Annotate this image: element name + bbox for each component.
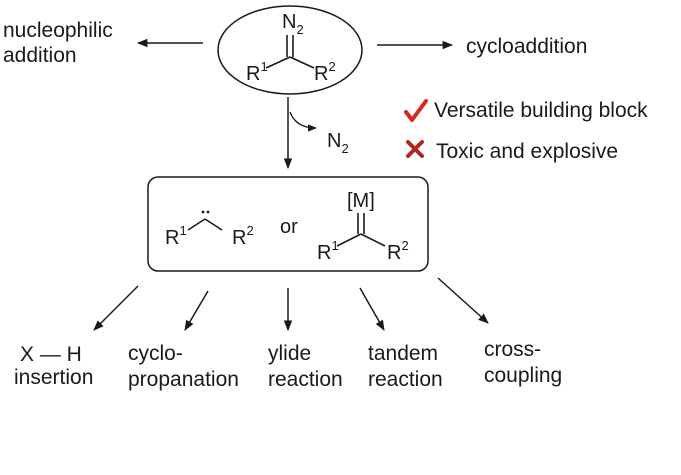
diazo-bond-right (289, 56, 315, 69)
feature-con-label: Toxic and explosive (436, 140, 618, 163)
product-ylide-line2: reaction (268, 368, 343, 391)
carbene-bond-left (187, 218, 206, 231)
metal-r1: R1 (317, 238, 339, 264)
n2-extrusion-arrow (289, 111, 317, 132)
cross-icon (406, 140, 424, 158)
product-xh-line2: insertion (14, 366, 93, 389)
product-cross-line2: coupling (484, 364, 562, 387)
diazo-r1: R1 (246, 59, 268, 85)
product-xh-line1: X — H (20, 343, 82, 366)
product-cyclo-line1: cyclo- (128, 342, 183, 365)
diazo-compound: N2 R1 R2 (217, 5, 363, 95)
carbene-electron-dot-b (206, 210, 210, 214)
product-ylide-line1: ylide (268, 342, 311, 365)
check-icon (404, 99, 428, 122)
diazo-bond-left (265, 56, 291, 69)
metal-bond-right (360, 233, 386, 247)
metal-label: [M] (347, 190, 375, 212)
diazo-ellipse (217, 5, 363, 95)
extruded-n2-label: N2 (327, 130, 349, 156)
or-label: or (280, 216, 298, 238)
nucleophilic-addition-line1: nucleophilic (3, 19, 113, 42)
carbene-r2: R2 (232, 223, 254, 249)
product-tandem-line1: tandem (368, 342, 438, 365)
nucleophilic-addition-line2: addition (3, 44, 77, 67)
metal-r2: R2 (387, 238, 409, 264)
product-cross-line1: cross- (484, 338, 541, 361)
carbene-bond-right (204, 218, 223, 231)
arrow-to-tandem (359, 287, 385, 331)
carbene-r1: R1 (165, 223, 187, 249)
diazo-n2-label: N2 (282, 11, 304, 37)
arrow-to-cross-coupling (437, 277, 489, 324)
feature-con: Toxic and explosive (406, 140, 618, 163)
product-tandem-line2: reaction (368, 368, 443, 391)
arrow-to-cyclopropanation (184, 290, 209, 331)
intermediate-box: R1 R2 or [M] R1 R2 (147, 176, 429, 272)
intermediate-frame (147, 176, 429, 272)
carbene-electron-dot-a (201, 210, 205, 214)
cycloaddition-label: cycloaddition (466, 35, 587, 58)
diazo-r2: R2 (314, 59, 336, 85)
feature-pro-label: Versatile building block (434, 99, 648, 122)
arrow-to-xh-insertion (93, 285, 139, 331)
product-cyclo-line2: propanation (128, 368, 239, 391)
metal-bond-left (336, 233, 362, 247)
feature-pro: Versatile building block (404, 99, 648, 122)
